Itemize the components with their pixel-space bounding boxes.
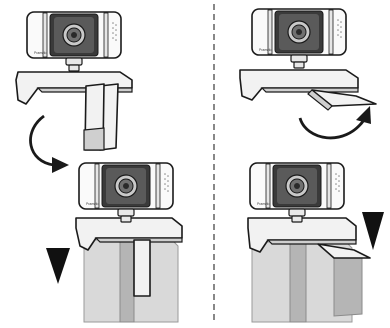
panel-laptop-clip-unfold: Praesitio (15, 11, 133, 173)
brand-label: Praesitio (259, 48, 272, 52)
panel-desktop-mounted: Praesitio (247, 162, 384, 323)
brand-label: Praesitio (86, 202, 99, 206)
webcam-head: Praesitio (251, 8, 347, 69)
monitor-screen (251, 241, 363, 323)
webcam-head: Praesitio (249, 162, 345, 223)
panel-laptop-mounted: Praesitio (46, 162, 183, 323)
rotate-clockwise-arrow (298, 106, 371, 140)
mounting-clip (247, 217, 371, 259)
panel-desktop-clip-unfold: Praesitio (239, 8, 377, 140)
down-arrow-icon (362, 212, 384, 250)
mounting-clip (239, 69, 377, 111)
laptop-screen (83, 239, 179, 323)
down-arrow-icon (46, 248, 70, 284)
mounting-clip (15, 71, 133, 151)
brand-label: Praesitio (257, 202, 270, 206)
webcam-head: Praesitio (78, 162, 174, 223)
mounting-clip (75, 217, 183, 297)
brand-label: Praesitio (34, 51, 47, 55)
rotate-counterclockwise-arrow (29, 114, 69, 173)
webcam-head: Praesitio (26, 11, 122, 72)
